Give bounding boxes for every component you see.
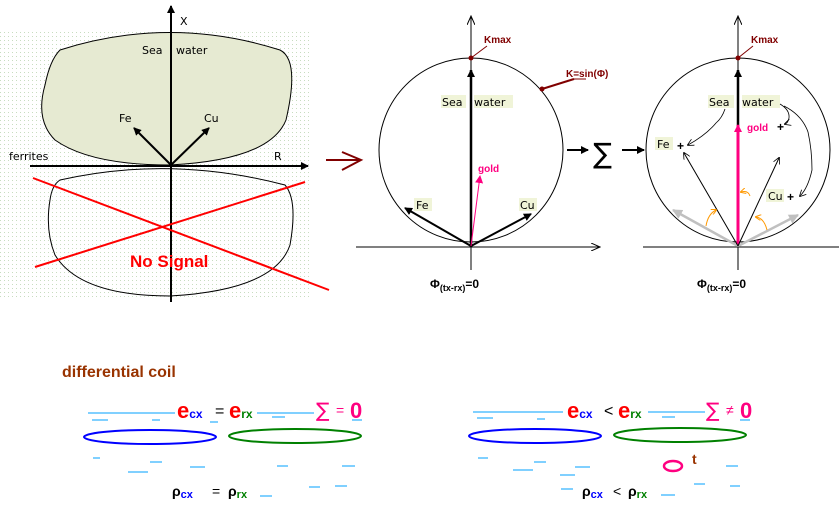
- tx-coil: [83, 429, 217, 445]
- sum-symbol: ∑: [706, 398, 720, 422]
- cu-original-vector: [737, 213, 799, 248]
- fe-label: Fe: [657, 138, 670, 151]
- fe-vector: [404, 207, 472, 247]
- water-label: water: [176, 44, 208, 57]
- fe-label: Fe: [119, 112, 132, 125]
- fe-shifted-vector: [684, 153, 739, 247]
- r-axis-label: R: [274, 150, 282, 163]
- e-rx-symbol: erx: [618, 398, 642, 423]
- differential-coil-title: differential coil: [62, 364, 176, 381]
- cross-line-2: [34, 181, 306, 268]
- gold-label: gold: [747, 123, 768, 134]
- sea-label: Sea: [442, 96, 463, 109]
- rx-coil: [228, 428, 362, 444]
- cu-vector: [470, 213, 532, 247]
- cu-label: Cu: [204, 112, 219, 125]
- cu-label: Cu: [520, 199, 535, 212]
- rx-coil: [613, 427, 747, 443]
- fe-plus: +: [677, 139, 684, 153]
- transition-arrow-1: [326, 151, 364, 171]
- kmax-label: Kmax: [484, 35, 512, 46]
- fe-original-vector: [672, 208, 739, 248]
- cross-line-1: [32, 177, 330, 291]
- cu-rotation-arc: [756, 217, 768, 231]
- coil-diagram-unbalanced: t ecx < erx ∑ ≠ 0 ρcx < ρrx: [468, 398, 752, 501]
- gold-label: gold: [478, 164, 499, 175]
- no-signal-label: No Signal: [130, 252, 208, 271]
- panel-right: Kmax Sea water gold + Fe + Cu + Φ(tx-rx)…: [643, 16, 839, 293]
- rho-rx: ρrx: [228, 483, 248, 501]
- fe-vector: [133, 127, 172, 166]
- cu-shifted-vector: [737, 158, 779, 247]
- sea-to-gold-pointer: [779, 103, 789, 124]
- rho-relation: <: [613, 483, 621, 499]
- gold-plus: +: [777, 120, 784, 134]
- water-label: water: [474, 96, 506, 109]
- phase-label: Φ(tx-rx)=0: [430, 277, 479, 293]
- sum-value: 0: [740, 398, 752, 423]
- e-cx-symbol: ecx: [177, 398, 203, 423]
- fe-label: Fe: [416, 199, 429, 212]
- sea-water-lobe: [41, 32, 293, 166]
- rho-relation: =: [212, 483, 220, 499]
- gold-vector: [470, 175, 484, 247]
- water-lines: [473, 411, 750, 496]
- cu-plus: +: [787, 190, 794, 204]
- lower-lobe: [47, 168, 294, 297]
- water-lines: [88, 412, 362, 497]
- phase-label: Φ(tx-rx)=0: [697, 277, 746, 293]
- target-label: t: [692, 451, 697, 467]
- cu-label: Cu: [768, 190, 783, 203]
- sum-relation: ≠: [726, 402, 734, 418]
- water-label: water: [742, 96, 774, 109]
- sum-value: 0: [350, 398, 362, 423]
- cu-vector: [170, 127, 210, 166]
- rho-cx: ρcx: [172, 483, 194, 501]
- e-cx-symbol: ecx: [567, 398, 593, 423]
- e-relation: <: [604, 403, 613, 420]
- sea-to-cu-pointer: [783, 105, 813, 196]
- tx-coil: [468, 428, 602, 444]
- sea-label: Sea: [142, 44, 163, 57]
- panel-left: X Sea water Fe Cu ferrites R No Signal: [0, 5, 330, 302]
- target-object: [662, 459, 684, 473]
- ferrites-label: ferrites: [9, 150, 49, 163]
- rho-rx: ρrx: [628, 483, 648, 501]
- k-formula-label: K=sin(Φ): [566, 69, 608, 80]
- fe-rotation-arc: [705, 210, 716, 227]
- coil-diagram-balanced: ecx = erx ∑ = 0 ρcx = ρrx: [83, 398, 362, 501]
- rho-cx: ρcx: [582, 483, 604, 501]
- e-relation: =: [215, 403, 224, 420]
- x-axis-label: X: [180, 15, 188, 28]
- sea-to-fe-pointer: [688, 108, 726, 145]
- gold-rotation-arc: [741, 192, 751, 197]
- sum-transition: ∑: [567, 137, 645, 170]
- sea-label: Sea: [709, 96, 730, 109]
- sum-symbol: ∑: [593, 137, 612, 170]
- sum-relation: =: [336, 402, 344, 418]
- sum-symbol: ∑: [316, 398, 330, 422]
- panel-middle: Kmax K=sin(Φ) Sea water gold Fe Cu Φ(tx-…: [356, 16, 608, 293]
- kmax-label: Kmax: [751, 35, 779, 46]
- e-rx-symbol: erx: [229, 398, 253, 423]
